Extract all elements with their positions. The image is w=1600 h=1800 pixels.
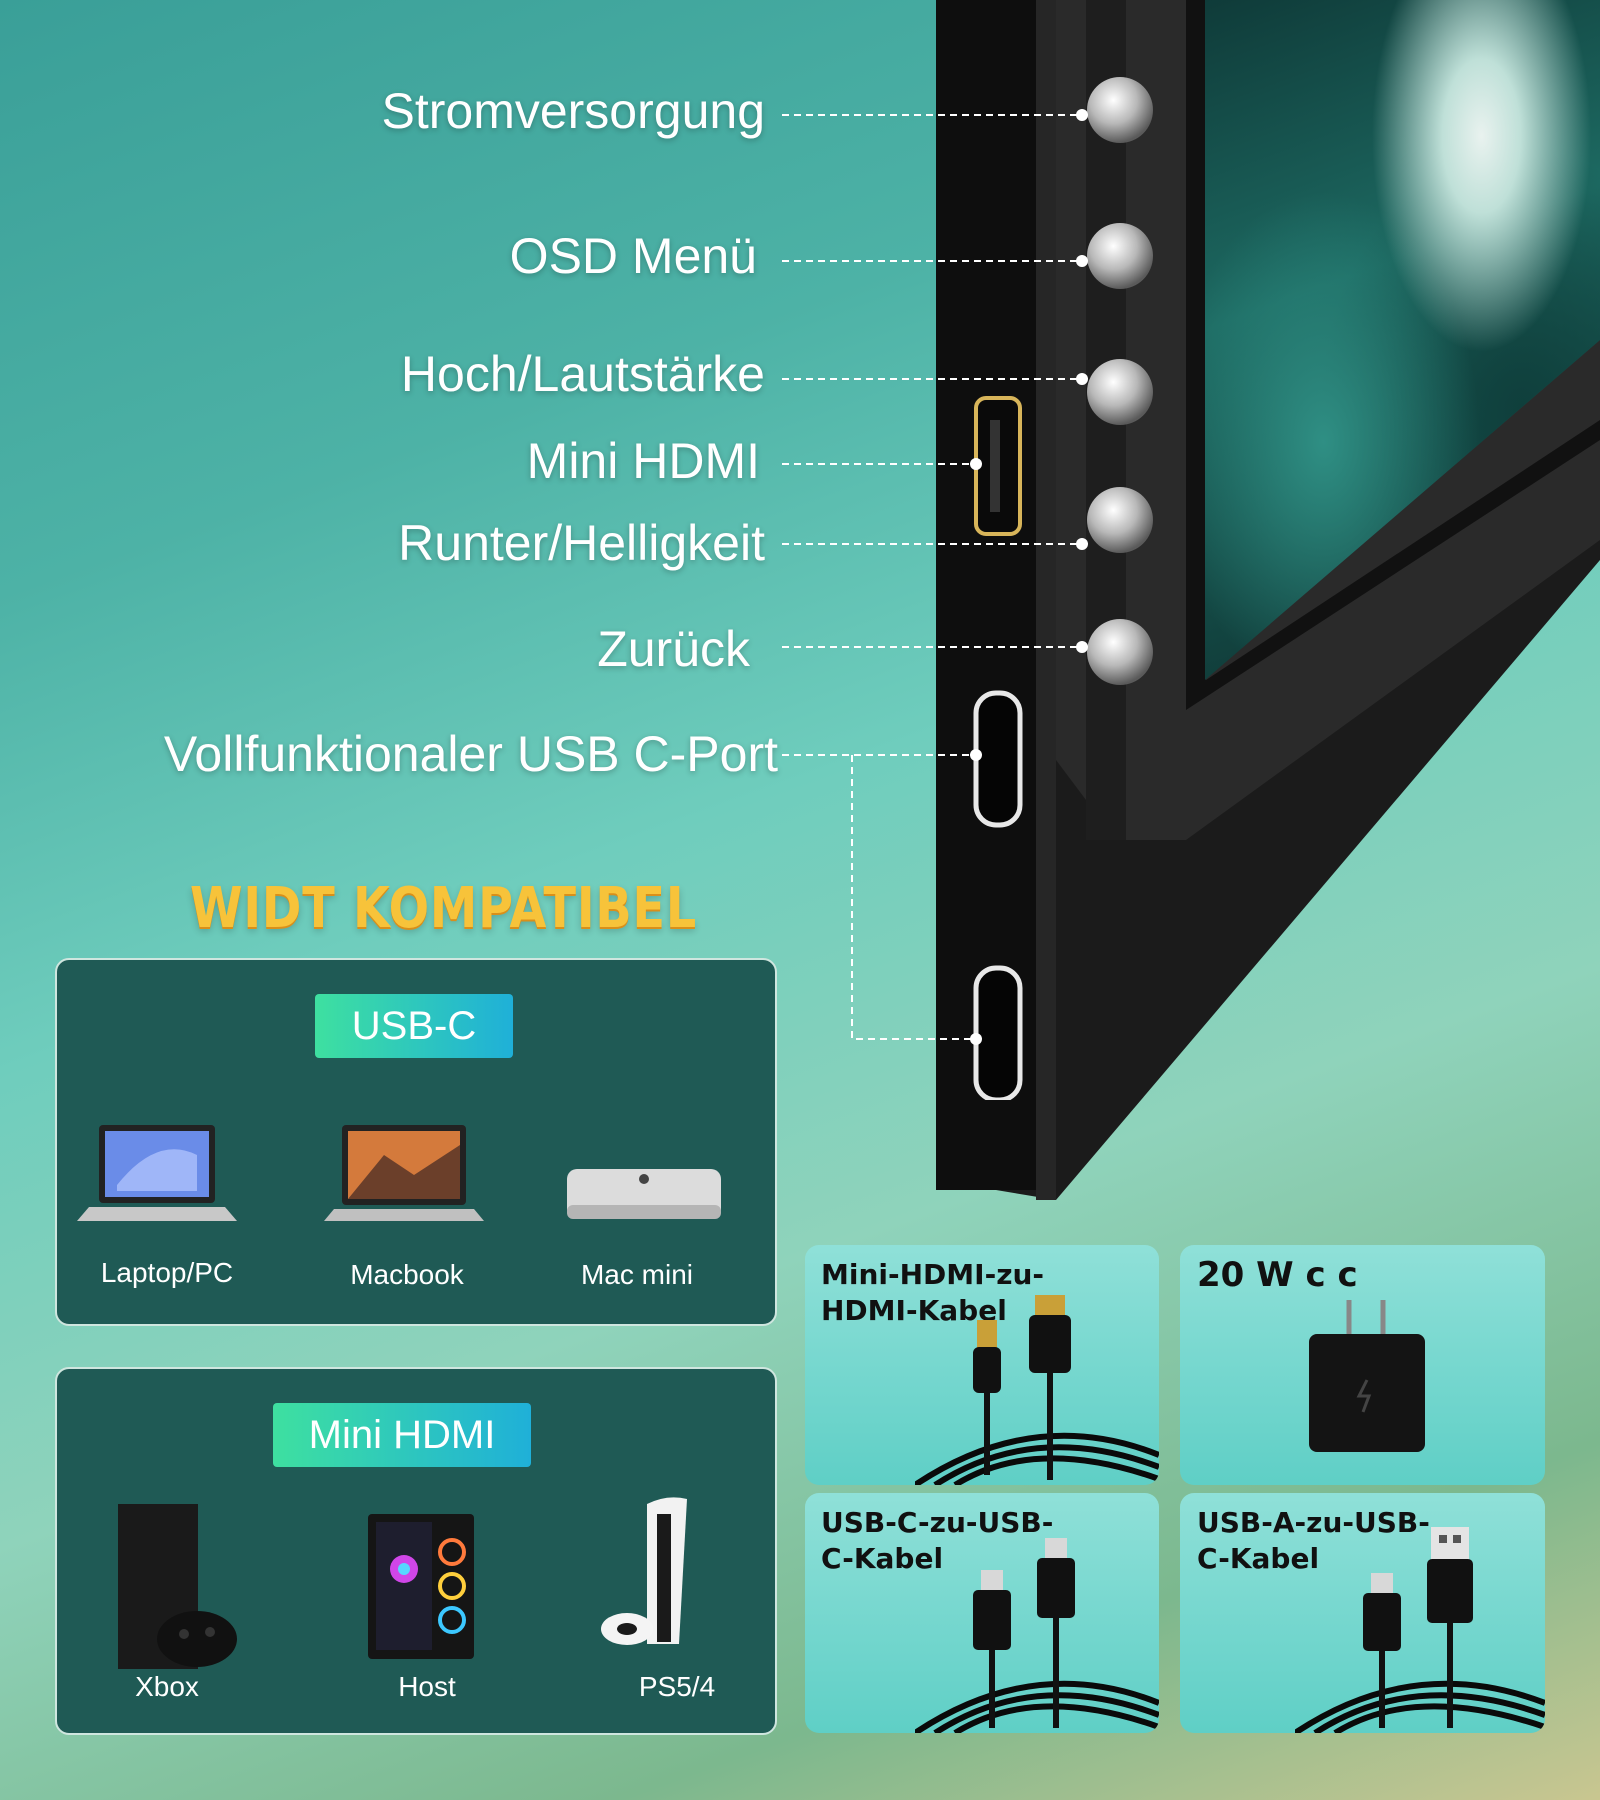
usbc-port-label: Vollfunktionaler USB C-Port <box>163 726 778 782</box>
osd-button-icon <box>1087 223 1153 289</box>
device-label: Laptop/PC <box>100 1257 234 1288</box>
accessory-card-usbc-cable: USB-C-zu-USB- C-Kabel <box>805 1493 1159 1733</box>
down-brightness-label: Runter/Helligkeit <box>398 515 765 571</box>
laptop-icon <box>77 1125 237 1221</box>
accessory-label: Mini-HDMI-zu- HDMI-Kabel <box>821 1258 1045 1327</box>
charger-icon <box>1309 1300 1425 1452</box>
mini-hdmi-compat-panel: Mini HDMI Xbox Host PS5/4 <box>55 1367 777 1735</box>
mac-mini-icon <box>567 1169 721 1219</box>
usbc-cable-icon <box>915 1538 1159 1733</box>
device-label: PS5/4 <box>638 1671 716 1702</box>
side-buttons <box>1087 77 1153 685</box>
back-label: Zurück <box>597 621 750 677</box>
accessory-card-usba-cable: USB-A-zu-USB- C-Kabel <box>1180 1493 1545 1733</box>
back-button-icon <box>1087 619 1153 685</box>
accessory-label: USB-A-zu-USB- C-Kabel <box>1197 1506 1430 1575</box>
leader-lines <box>970 458 982 1045</box>
accessory-card-hdmi-cable: Mini-HDMI-zu- HDMI-Kabel <box>805 1245 1159 1485</box>
usbc-compat-panel: USB-C Laptop/PC Macbook Mac mini <box>55 958 777 1326</box>
compat-title: WIDT KOMPATIBEL <box>190 876 698 941</box>
power-label: Stromversorgung <box>381 83 766 139</box>
accessory-card-charger: 20 W c c <box>1180 1245 1545 1485</box>
playstation-icon <box>601 1497 687 1645</box>
up-volume-label: Hoch/Lautstärke <box>400 346 765 402</box>
accessory-label: USB-C-zu-USB- C-Kabel <box>821 1506 1054 1575</box>
usbc-panel-header: USB-C <box>315 994 513 1058</box>
hdmi-panel-header: Mini HDMI <box>273 1403 531 1467</box>
mini-hdmi-label: Mini HDMI <box>526 433 760 489</box>
device-label: Mac mini <box>580 1259 693 1290</box>
up-button-icon <box>1087 359 1153 425</box>
power-button-icon <box>1087 77 1153 143</box>
device-label: Host <box>398 1671 456 1702</box>
xbox-icon <box>118 1504 237 1669</box>
device-label: Xbox <box>135 1671 199 1702</box>
accessory-label: 20 W c c <box>1197 1255 1358 1295</box>
down-button-icon <box>1087 487 1153 553</box>
pc-host-icon <box>368 1514 474 1659</box>
osd-label: OSD Menü <box>509 228 757 284</box>
usba-cable-icon <box>1295 1527 1545 1733</box>
macbook-icon <box>324 1125 484 1221</box>
device-label: Macbook <box>350 1259 464 1290</box>
hdmi-cable-icon <box>915 1295 1159 1485</box>
